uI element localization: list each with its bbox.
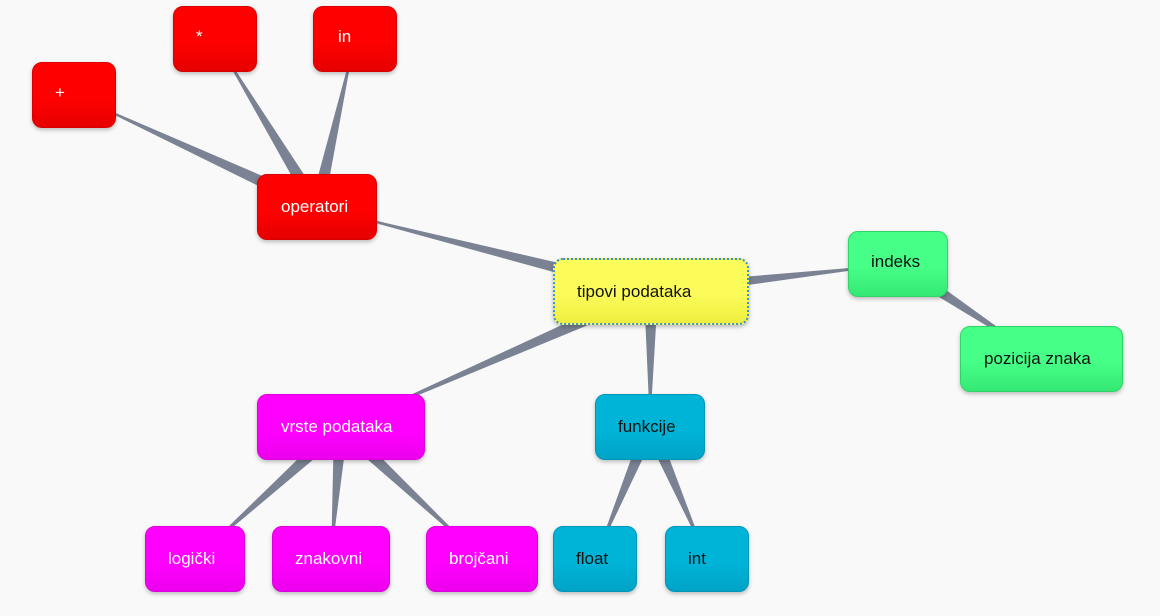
node-vrste-podataka[interactable]: vrste podataka bbox=[257, 394, 425, 460]
node-label: tipovi podataka bbox=[577, 281, 692, 301]
node-label: znakovni bbox=[295, 549, 363, 568]
node-root-tipovi-podataka[interactable]: tipovi podataka bbox=[553, 258, 749, 325]
node-pozicija-znaka[interactable]: pozicija znaka bbox=[960, 326, 1123, 392]
node-label: float bbox=[576, 549, 609, 568]
node-label: brojčani bbox=[449, 549, 509, 568]
node-label: pozicija znaka bbox=[984, 349, 1091, 368]
node-indeks[interactable]: indeks bbox=[848, 231, 948, 297]
node-float[interactable]: float bbox=[553, 526, 637, 592]
node-logicki[interactable]: logički bbox=[145, 526, 245, 592]
node-label: logički bbox=[168, 549, 216, 568]
node-label: indeks bbox=[871, 252, 921, 271]
edge-operatori-star bbox=[215, 39, 323, 211]
node-label: funkcije bbox=[618, 417, 676, 436]
node-label: int bbox=[688, 549, 706, 568]
node-label: vrste podataka bbox=[281, 417, 393, 436]
node-brojcani[interactable]: brojčani bbox=[426, 526, 538, 592]
node-znakovni[interactable]: znakovni bbox=[272, 526, 390, 592]
node-label: * bbox=[196, 27, 203, 46]
node-label: + bbox=[55, 83, 65, 102]
node-plus[interactable]: + bbox=[32, 62, 116, 128]
node-int[interactable]: int bbox=[665, 526, 749, 592]
node-label: operatori bbox=[281, 197, 349, 216]
node-in[interactable]: in bbox=[313, 6, 397, 72]
edge-operatori-in bbox=[310, 39, 355, 209]
node-star[interactable]: * bbox=[173, 6, 257, 72]
edge-root-funkcije bbox=[644, 291, 658, 427]
node-label: in bbox=[338, 27, 352, 46]
node-operatori[interactable]: operatori bbox=[257, 174, 377, 240]
node-funkcije[interactable]: funkcije bbox=[595, 394, 705, 460]
